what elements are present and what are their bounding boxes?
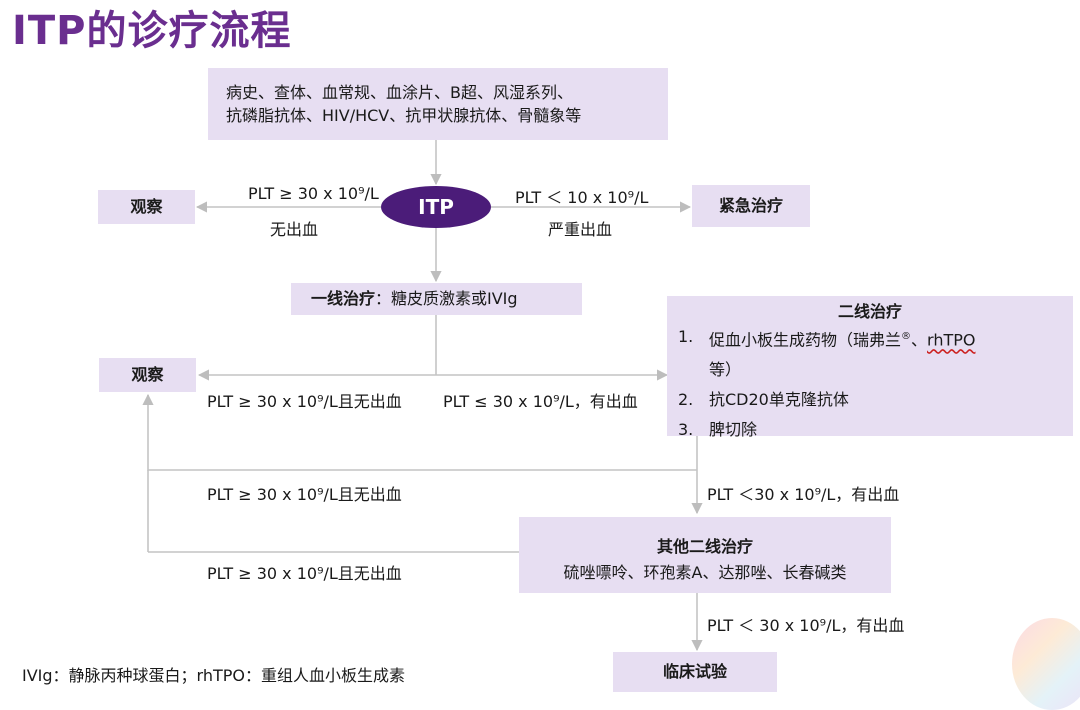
list-item-text: 抗CD20单克隆抗体 — [709, 385, 849, 415]
list-item-text: 促血小板生成药物（瑞弗兰®、rhTPO — [709, 322, 975, 355]
cond-right-bottom: 严重出血 — [548, 216, 612, 240]
list-item-text: 脾切除 — [709, 415, 757, 445]
list-item-number: 2. — [678, 385, 709, 415]
other-second-line-body: 硫唑嘌呤、环孢素A、达那唑、长春碱类 — [519, 559, 891, 583]
second-line-list: 1. 促血小板生成药物（瑞弗兰®、rhTPO 等） 2. 抗CD20单克隆抗体 … — [678, 322, 975, 445]
first-line-box: 一线治疗：糖皮质激素或IVIg — [291, 283, 582, 315]
urgent-box: 紧急治疗 — [692, 185, 810, 227]
assessment-box: 病史、查体、血常规、血涂片、B超、风湿系列、 抗磷脂抗体、HIV/HCV、抗甲状… — [208, 68, 668, 140]
clinical-trial-box: 临床试验 — [613, 652, 777, 692]
second-line-title: 二线治疗 — [667, 298, 1073, 322]
cond-left-bottom: 无出血 — [270, 216, 318, 240]
list-item: 2. 抗CD20单克隆抗体 — [678, 385, 975, 415]
list-item: 1. 促血小板生成药物（瑞弗兰®、rhTPO — [678, 322, 975, 355]
observe-box-top: 观察 — [98, 190, 195, 224]
list-item: 3. 脾切除 — [678, 415, 975, 445]
observe-box-mid: 观察 — [99, 358, 196, 392]
clinical-trial-label: 临床试验 — [663, 662, 727, 681]
list-item-number: 3. — [678, 415, 709, 445]
cond-mid-left: PLT ≥ 30 x 10⁹/L且无出血 — [207, 388, 402, 412]
other-second-line-box: 其他二线治疗 硫唑嘌呤、环孢素A、达那唑、长春碱类 — [519, 517, 891, 593]
footnote: IVIg：静脉丙种球蛋白；rhTPO：重组人血小板生成素 — [22, 662, 405, 686]
rhtpo-text: rhTPO — [927, 330, 975, 349]
urgent-label: 紧急治疗 — [719, 196, 783, 215]
other-second-line-title: 其他二线治疗 — [519, 533, 891, 557]
assessment-line-2: 抗磷脂抗体、HIV/HCV、抗甲状腺抗体、骨髓象等 — [226, 104, 668, 127]
observe-top-label: 观察 — [130, 197, 162, 216]
cond-lower-right-2: PLT ＜ 30 x 10⁹/L，有出血 — [707, 612, 904, 636]
registered-mark: ® — [901, 331, 911, 342]
cond-left-top: PLT ≥ 30 x 10⁹/L — [248, 184, 379, 203]
first-line-title: 一线治疗 — [311, 289, 375, 308]
cond-lower-left-1: PLT ≥ 30 x 10⁹/L且无出血 — [207, 481, 402, 505]
observe-mid-label: 观察 — [131, 365, 163, 384]
cond-mid-right: PLT ≤ 30 x 10⁹/L，有出血 — [443, 388, 638, 412]
assessment-line-1: 病史、查体、血常规、血涂片、B超、风湿系列、 — [226, 81, 668, 104]
cond-lower-right-1: PLT ＜30 x 10⁹/L，有出血 — [707, 481, 899, 505]
list-item-number — [678, 355, 709, 385]
itp-node: ITP — [381, 186, 491, 228]
list-item-number: 1. — [678, 322, 709, 355]
first-line-detail: ：糖皮质激素或IVIg — [375, 289, 518, 308]
list-item: 等） — [678, 355, 975, 385]
cond-lower-left-2: PLT ≥ 30 x 10⁹/L且无出血 — [207, 560, 402, 584]
cond-right-top: PLT ＜ 10 x 10⁹/L — [515, 184, 648, 208]
list-item-text: 等） — [709, 355, 741, 385]
